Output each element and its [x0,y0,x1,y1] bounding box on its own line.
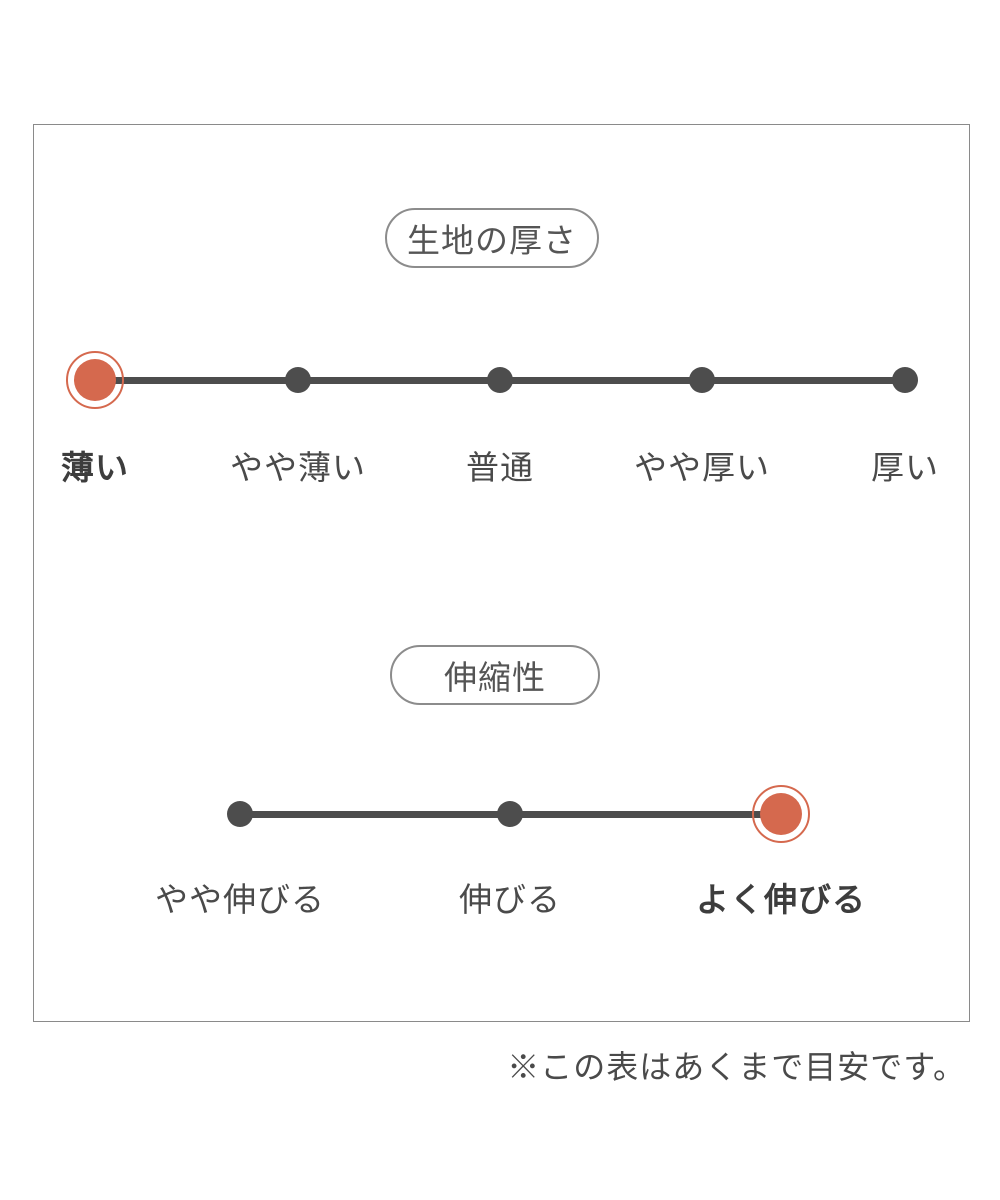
scale-dot-thickness-3 [689,367,715,393]
scale-label-thickness-3: やや厚い [634,449,770,486]
selected-ring-thickness [66,351,124,409]
scale-title-pill-stretch: 伸縮性 [390,645,600,705]
scale-title-stretch: 伸縮性 [444,659,546,696]
scale-label-thickness-4: 厚い [871,449,939,486]
disclaimer-note: ※この表はあくまで目安です。 [507,1049,966,1085]
scale-title-thickness: 生地の厚さ [407,222,577,259]
scale-label-stretch-0: やや伸びる [155,881,325,918]
spec-panel [33,124,970,1022]
scale-label-thickness-1: やや薄い [230,449,366,486]
scale-title-pill-thickness: 生地の厚さ [385,208,599,268]
scale-label-thickness-2: 普通 [466,449,534,486]
scale-label-stretch-1: 伸びる [459,881,561,918]
scale-label-thickness-0: 薄い [61,449,129,486]
scale-dot-stretch-1 [497,801,523,827]
scale-label-stretch-2: よく伸びる [696,881,866,918]
scale-dot-thickness-4 [892,367,918,393]
scale-dot-thickness-2 [487,367,513,393]
scale-dot-thickness-1 [285,367,311,393]
selected-ring-stretch [752,785,810,843]
selected-dot-thickness-0 [74,359,116,401]
selected-dot-stretch-2 [760,793,802,835]
scale-dot-stretch-0 [227,801,253,827]
